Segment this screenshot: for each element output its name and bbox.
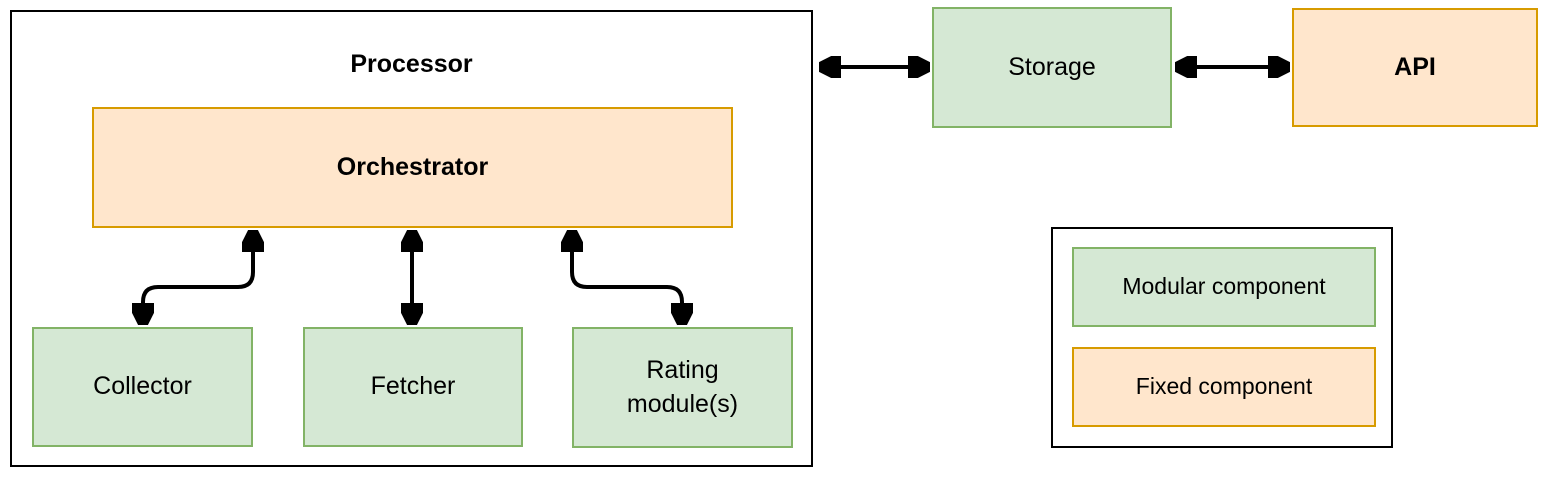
api-node: API <box>1292 8 1538 127</box>
fetcher-label: Fetcher <box>370 372 456 401</box>
orchestrator-label: Orchestrator <box>336 152 489 181</box>
orchestrator-node: Orchestrator <box>92 107 733 228</box>
storage-node: Storage <box>932 7 1172 128</box>
legend-fixed-label: Fixed component <box>1135 373 1313 400</box>
collector-node: Collector <box>32 327 253 447</box>
storage-label: Storage <box>1008 52 1096 81</box>
rating-module-label: Rating module(s) <box>626 355 739 418</box>
fetcher-node: Fetcher <box>303 327 523 447</box>
processor-title: Processor <box>350 50 473 78</box>
collector-label: Collector <box>93 372 192 401</box>
legend-modular-component: Modular component <box>1072 247 1376 327</box>
legend-modular-label: Modular component <box>1122 273 1326 300</box>
rating-module-node: Rating module(s) <box>572 327 793 448</box>
api-label: API <box>1394 52 1436 81</box>
legend-fixed-component: Fixed component <box>1072 347 1376 427</box>
